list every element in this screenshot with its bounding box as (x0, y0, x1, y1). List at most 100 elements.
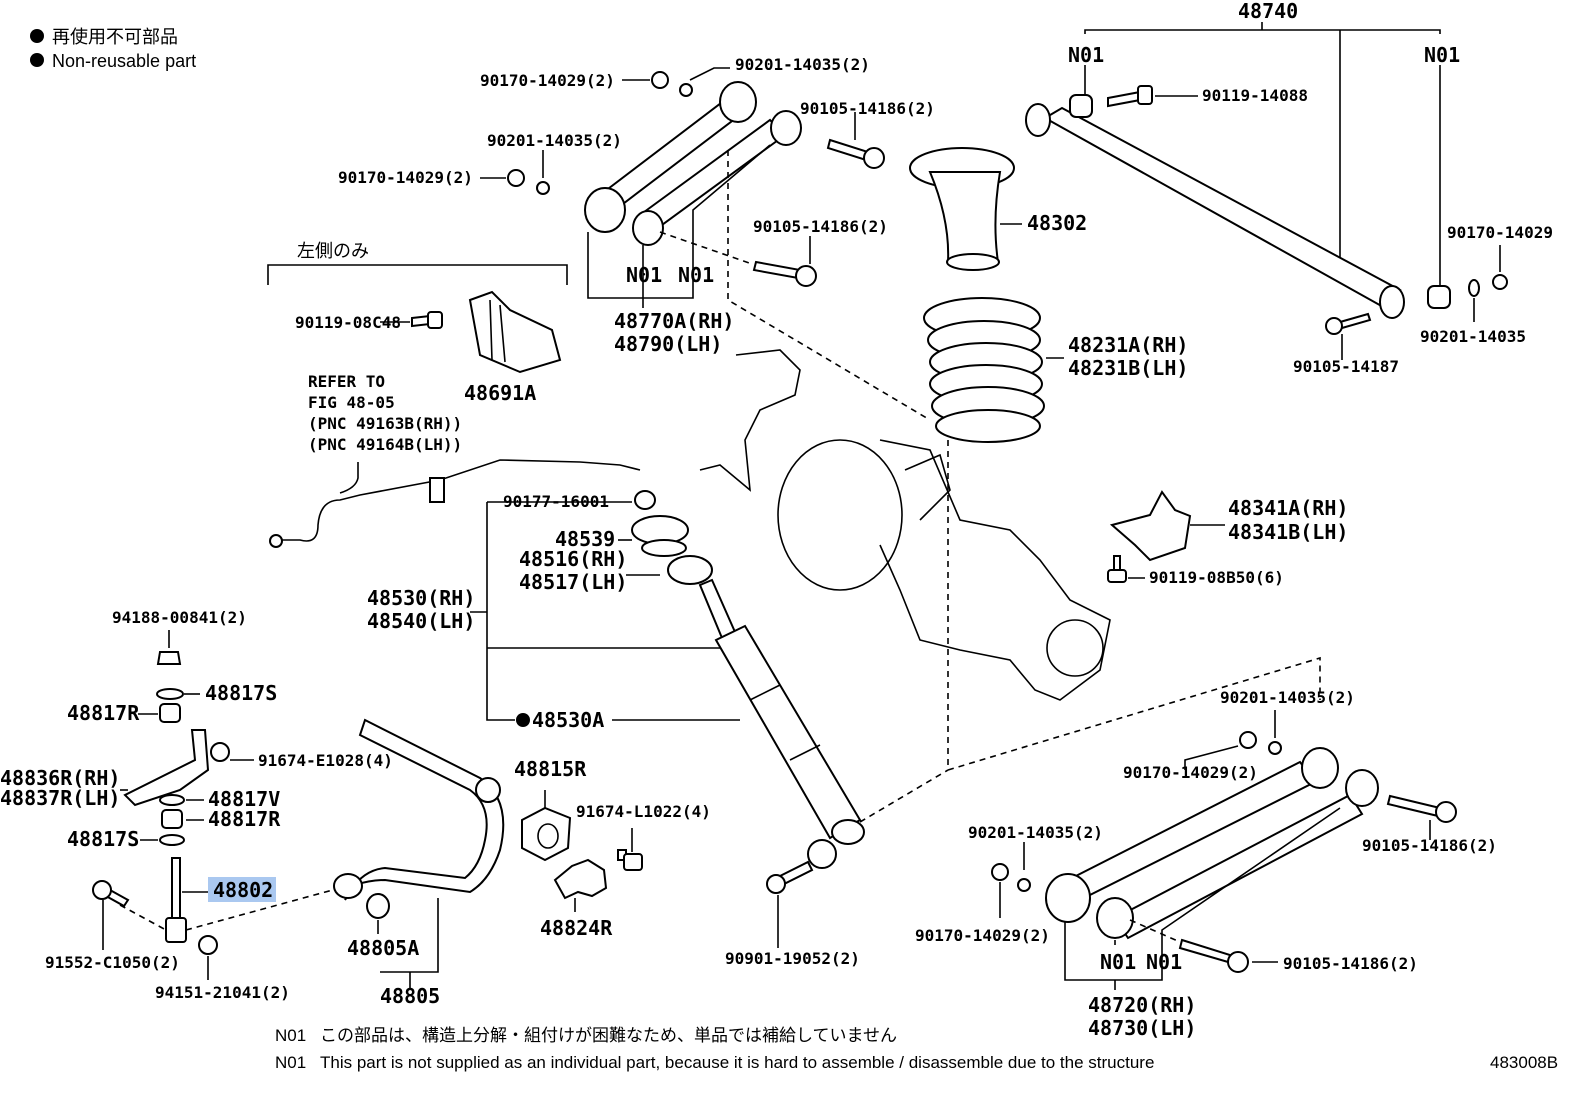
label-48341A[interactable]: 48341A(RH) (1228, 496, 1348, 520)
connector-icon (269, 534, 283, 548)
label-n01[interactable]: N01 (1100, 950, 1136, 974)
arm-bushing (584, 187, 626, 233)
note-code: N01 (275, 1053, 306, 1072)
bolt-head-icon (1107, 569, 1127, 583)
bar-end-eye (333, 873, 363, 899)
label-48740[interactable]: 48740 (1238, 0, 1298, 23)
shock-eye (831, 819, 865, 845)
bolt-icon (752, 260, 802, 280)
highlight (208, 877, 276, 902)
label-94188-00841[interactable]: 94188-00841(2) (112, 608, 247, 627)
label-90105-14186[interactable]: 90105-14186(2) (800, 99, 935, 118)
label-90201-14035[interactable]: 90201-14035(2) (487, 131, 622, 150)
label-48341B[interactable]: 48341B(LH) (1228, 520, 1348, 544)
clip-icon (429, 477, 445, 503)
shock-absorber-group: 90177-16001 48539 48516(RH) 48517(LH) 48… (367, 490, 949, 968)
refer-line-3[interactable]: (PNC 49163B(RH)) (308, 414, 462, 433)
label-90105-14186[interactable]: 90105-14186(2) (1283, 954, 1418, 973)
label-90119-08C48[interactable]: 90119-08C48 (295, 313, 401, 332)
label-48516[interactable]: 48516(RH) (519, 547, 627, 571)
label-48824R[interactable]: 48824R (540, 916, 613, 940)
arm-bushing (1096, 897, 1134, 939)
refer-line-4[interactable]: (PNC 49164B(LH)) (308, 435, 462, 454)
bolt-icon (1386, 794, 1442, 818)
label-90119-08B50[interactable]: 90119-08B50(6) (1149, 568, 1284, 587)
label-90170-14029[interactable]: 90170-14029(2) (338, 168, 473, 187)
label-48836R[interactable]: 48836R(RH) (0, 766, 120, 790)
bump-stop-base (946, 253, 1000, 271)
label-90201-14035[interactable]: 90201-14035 (1420, 327, 1526, 346)
label-48837R[interactable]: 48837R(LH) (0, 786, 120, 810)
label-48802[interactable]: 48802 (213, 878, 273, 902)
label-48530[interactable]: 48530(RH) (367, 586, 475, 610)
label-48815R[interactable]: 48815R (514, 757, 587, 781)
label-90201-14035[interactable]: 90201-14035(2) (735, 55, 870, 74)
bracket-48691A (468, 290, 562, 374)
rod-bushing (1379, 285, 1405, 319)
stabilizer-link-end (165, 917, 187, 943)
label-90170-14029[interactable]: 90170-14029(2) (480, 71, 615, 90)
label-48817S[interactable]: 48817S (205, 681, 277, 705)
label-90105-14186[interactable]: 90105-14186(2) (1362, 836, 1497, 855)
label-left-only[interactable]: 左側のみ (297, 241, 369, 261)
left-only-group: 左側のみ 90119-08C48 48691A REFER TO FIG 48-… (267, 241, 641, 548)
label-48540[interactable]: 48540(LH) (367, 609, 475, 633)
label-90170-14029[interactable]: 90170-14029(2) (1123, 763, 1258, 782)
note-jp: この部品は、構造上分解・組付けが困難なため、単品では補給していません (320, 1026, 897, 1045)
label-48720[interactable]: 48720(RH) (1088, 993, 1196, 1017)
label-90105-14187[interactable]: 90105-14187 (1293, 357, 1399, 376)
label-48231A[interactable]: 48231A(RH) (1068, 333, 1188, 357)
label-48817V[interactable]: 48817V (208, 787, 280, 811)
label-48790[interactable]: 48790(LH) (614, 332, 722, 356)
label-48770A[interactable]: 48770A(RH) (614, 309, 734, 333)
label-90201-14035[interactable]: 90201-14035(2) (1220, 688, 1355, 707)
label-48805A[interactable]: 48805A (347, 936, 419, 960)
label-48805[interactable]: 48805 (380, 984, 440, 1008)
label-48730[interactable]: 48730(LH) (1088, 1016, 1196, 1040)
label-48530A[interactable]: 48530A (532, 708, 604, 732)
label-48817R[interactable]: 48817R (208, 807, 281, 831)
note-code: N01 (275, 1026, 306, 1045)
coil-spring (923, 297, 1045, 443)
label-91674-L1022[interactable]: 91674-L1022(4) (576, 802, 711, 821)
nut-icon (198, 935, 218, 955)
washer-icon (159, 834, 185, 846)
label-48817S[interactable]: 48817S (67, 827, 139, 851)
label-90201-14035[interactable]: 90201-14035(2) (968, 823, 1103, 842)
label-90170-14029[interactable]: 90170-14029(2) (915, 926, 1050, 945)
bolt-head-icon (427, 311, 443, 329)
label-n01[interactable]: N01 (1068, 43, 1104, 67)
label-48817R[interactable]: 48817R (67, 701, 140, 725)
label-90901-19052[interactable]: 90901-19052(2) (725, 949, 860, 968)
sensor-wire (276, 459, 641, 542)
refer-line-1[interactable]: REFER TO (308, 372, 385, 391)
label-91552-C1050[interactable]: 91552-C1050(2) (45, 953, 180, 972)
label-n01[interactable]: N01 (1424, 43, 1460, 67)
stabilizer-bar-group: 48805A 48805 48815R 48824R 91674-L1022(4… (333, 718, 711, 1008)
label-94151-21041[interactable]: 94151-21041(2) (155, 983, 290, 1002)
arm-bushing (719, 81, 757, 123)
label-90177-16001[interactable]: 90177-16001 (503, 492, 609, 511)
label-48539[interactable]: 48539 (555, 527, 615, 551)
label-48691A[interactable]: 48691A (464, 381, 536, 405)
refer-line-2[interactable]: FIG 48-05 (308, 393, 395, 412)
label-n01[interactable]: N01 (678, 263, 714, 287)
mount-48539-lower (641, 539, 687, 557)
washer-icon (156, 688, 184, 700)
legend-en: Non-reusable part (52, 51, 196, 71)
label-n01[interactable]: N01 (626, 263, 662, 287)
stabilizer-bar (344, 718, 505, 901)
label-48517[interactable]: 48517(LH) (519, 570, 627, 594)
label-91674-E1028[interactable]: 91674-E1028(4) (258, 751, 393, 770)
shock-rod (698, 578, 737, 640)
label-90170-14029[interactable]: 90170-14029 (1447, 223, 1553, 242)
bolt-head-icon (863, 147, 885, 169)
label-90105-14186[interactable]: 90105-14186(2) (753, 217, 888, 236)
label-90119-14088[interactable]: 90119-14088 (1202, 86, 1308, 105)
label-n01[interactable]: N01 (1146, 950, 1182, 974)
label-48231B[interactable]: 48231B(LH) (1068, 356, 1188, 380)
link-bushing (161, 809, 183, 829)
bar-end-bushing (366, 893, 390, 919)
lateral-rod-assembly: 48740 N01 N01 90119-14088 90170-14029 90… (1025, 0, 1553, 376)
label-48302[interactable]: 48302 (1027, 211, 1087, 235)
